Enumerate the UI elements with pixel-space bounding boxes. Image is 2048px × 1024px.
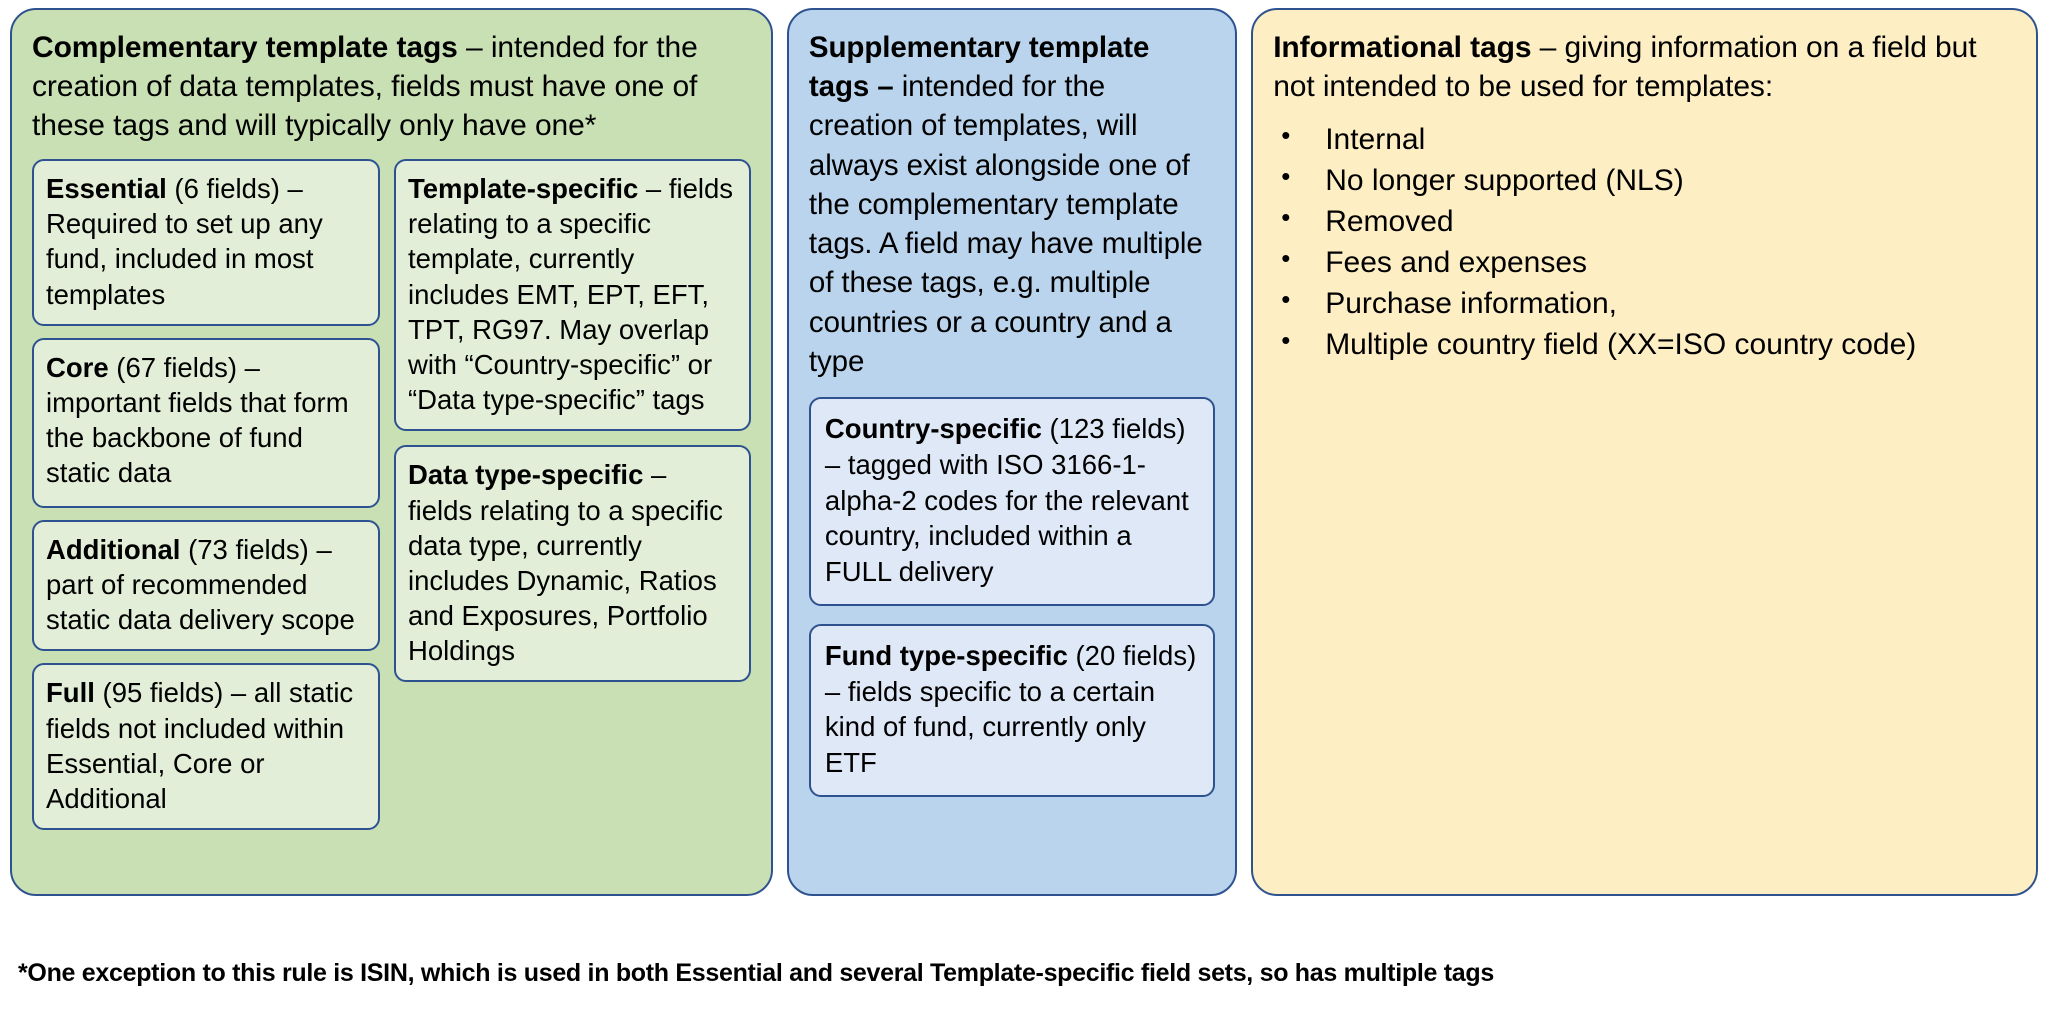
supplementary-template-tags-panel: Supplementary template tags – intended f… (786, 8, 1238, 896)
supplementary-panel-intro-text: intended for the creation of templates, … (808, 70, 1203, 378)
card-additional-body: (73 fields) – part of recommended static… (46, 533, 355, 636)
footnote: *One exception to this rule is ISIN, whi… (18, 959, 1494, 987)
informational-bullet-list: Internal No longer supported (NLS) Remov… (1273, 119, 2016, 366)
card-fund-type-specific-body: (20 fields) – fields specific to a certa… (824, 639, 1197, 779)
list-item: No longer supported (NLS) (1273, 160, 2016, 200)
card-country-specific-heading: Country-specific (824, 413, 1042, 445)
informational-panel-heading: Informational tags (1273, 31, 1532, 64)
card-full-heading: Full (46, 677, 95, 709)
card-data-type-specific-body: – fields relating to a specific data typ… (408, 459, 723, 667)
card-fund-type-specific: Fund type-specific (20 fields) – fields … (808, 623, 1216, 797)
card-full-body: (95 fields) – all static fields not incl… (46, 677, 354, 814)
card-additional: Additional (73 fields) – part of recomme… (32, 519, 380, 652)
informational-panel-intro-text: – giving information on a field but not … (1273, 31, 1977, 103)
card-full: Full (95 fields) – all static fields not… (32, 663, 380, 831)
card-data-type-specific: Data type-specific – fields relating to … (394, 445, 751, 683)
card-template-specific: Template-specific – fields relating to a… (394, 159, 751, 432)
card-fund-type-specific-heading: Fund type-specific (824, 639, 1068, 671)
complementary-card-columns: Essential (6 fields) – Required to set u… (32, 159, 751, 876)
card-country-specific: Country-specific (123 fields) – tagged w… (808, 397, 1216, 606)
card-country-specific-body: (123 fields) – tagged with ISO 3166-1-al… (824, 413, 1189, 588)
list-item: Internal (1273, 119, 2016, 159)
card-template-specific-body: – fields relating to a specific template… (408, 173, 734, 416)
complementary-panel-intro-text: – intended for the creation of data temp… (32, 31, 698, 142)
card-data-type-specific-heading: Data type-specific (408, 459, 644, 491)
complementary-right-column: Template-specific – fields relating to a… (394, 159, 751, 683)
card-core-heading: Core (46, 351, 109, 383)
complementary-panel-intro: Complementary template tags – intended f… (32, 28, 751, 145)
card-core-body: (67 fields) – important fields that form… (46, 351, 349, 489)
card-additional-heading: Additional (46, 533, 181, 565)
complementary-template-tags-panel: Complementary template tags – intended f… (10, 8, 773, 896)
supplementary-panel-heading: Supplementary template tags – (808, 31, 1150, 104)
list-item: Fees and expenses (1273, 242, 2016, 282)
supplementary-panel-intro: Supplementary template tags – intended f… (809, 28, 1215, 381)
list-item: Multiple country field (XX=ISO country c… (1273, 324, 2016, 364)
informational-tags-panel: Informational tags – giving information … (1251, 8, 2038, 896)
card-core: Core (67 fields) – important fields that… (32, 337, 380, 508)
complementary-panel-heading: Complementary template tags (32, 31, 458, 64)
informational-panel-intro: Informational tags – giving information … (1273, 28, 2016, 106)
card-essential-heading: Essential (46, 173, 167, 204)
complementary-left-column: Essential (6 fields) – Required to set u… (32, 159, 380, 831)
card-essential-body: (6 fields) – Required to set up any fund… (46, 173, 323, 310)
card-template-specific-heading: Template-specific (408, 173, 639, 204)
list-item: Removed (1273, 201, 2016, 241)
list-item: Purchase information, (1273, 283, 2016, 323)
card-essential: Essential (6 fields) – Required to set u… (32, 159, 380, 326)
panel-row: Complementary template tags – intended f… (10, 8, 2038, 896)
